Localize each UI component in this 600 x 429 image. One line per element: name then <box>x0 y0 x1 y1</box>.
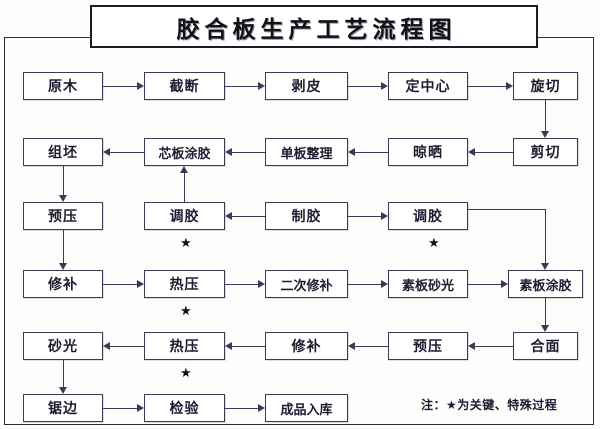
arrowhead-liangshai <box>468 148 475 156</box>
arrowhead-zupi <box>103 148 110 156</box>
arrowhead-yuya1 <box>59 195 67 202</box>
arrowhead-shaguang <box>103 342 110 350</box>
node-jianyan[interactable]: 检验 <box>144 394 225 422</box>
connector-yuya1-xiubu1 <box>63 230 64 263</box>
node-ercixiubu[interactable]: 二次修补 <box>265 270 348 298</box>
connector-hemian-yuya2 <box>475 346 513 347</box>
node-yuanmu[interactable]: 原木 <box>23 72 103 100</box>
arrowhead-xuanqie <box>506 82 513 90</box>
arrowhead-xinbantujiao <box>225 148 232 156</box>
connector-jianyan-chengpinruku <box>225 408 258 409</box>
connector-yuanmu-duanduan <box>103 86 137 87</box>
connector-xuanqie-jianqie <box>545 100 546 131</box>
star-marker-tiaojiao1: ★ <box>180 236 192 251</box>
node-jianqie[interactable]: 剪切 <box>513 138 578 166</box>
node-xinbantujiao[interactable]: 芯板涂胶 <box>144 138 225 166</box>
arrowhead-baopi <box>258 82 265 90</box>
arrowhead-tiaojiao1 <box>225 212 232 220</box>
arrowhead-xinbantujiao-from-tiaojiao <box>180 166 188 173</box>
node-subanshaguang[interactable]: 素板砂光 <box>388 270 468 298</box>
arrowhead-ercixiubu <box>258 280 265 288</box>
arrowhead-subantujiao <box>501 280 508 288</box>
connector-tiaojiao1-xinbantujiao <box>184 173 185 202</box>
arrowhead-jianyan <box>137 404 144 412</box>
arrowhead-yuya2 <box>468 342 475 350</box>
node-hemian[interactable]: 合面 <box>513 332 578 360</box>
connector-danbanzhengli-xinbantujiao <box>232 152 265 153</box>
node-tiaojiao2[interactable]: 调胶 <box>388 202 468 230</box>
connector-xiubu1-reya1 <box>103 284 137 285</box>
connector-tiaojiao2-down <box>545 209 546 263</box>
arrowhead-reya1 <box>137 280 144 288</box>
star-marker-tiaojiao2: ★ <box>428 236 440 251</box>
node-zupi[interactable]: 组坯 <box>23 138 103 166</box>
connector-zupi-yuya1 <box>63 166 64 195</box>
node-yuya1[interactable]: 预压 <box>23 202 103 230</box>
node-jubian[interactable]: 锯边 <box>23 394 103 422</box>
arrowhead-danbanzhengli <box>348 148 355 156</box>
arrowhead-subanshaguang <box>381 280 388 288</box>
star-marker-reya2: ★ <box>180 366 192 381</box>
arrowhead-dingzhongxin <box>381 82 388 90</box>
connector-xinbantujiao-zupi <box>110 152 144 153</box>
node-dingzhongxin[interactable]: 定中心 <box>388 72 468 100</box>
connector-zhijiao-tiaojiao2 <box>348 216 381 217</box>
node-danbanzhengli[interactable]: 单板整理 <box>265 138 348 166</box>
title-box: 胶合板生产工艺流程图 <box>90 5 538 48</box>
node-chengpinruku[interactable]: 成品入库 <box>265 394 348 422</box>
node-reya1[interactable]: 热压 <box>144 270 225 298</box>
node-xiubu2[interactable]: 修补 <box>265 332 348 360</box>
node-subantujiao[interactable]: 素板涂胶 <box>508 270 583 298</box>
connector-reya2-shaguang <box>110 346 144 347</box>
arrowhead-xiubu2 <box>348 342 355 350</box>
connector-tiaojiao2-right <box>468 209 546 210</box>
node-yuya2[interactable]: 预压 <box>388 332 468 360</box>
connector-xiubu2-reya2 <box>232 346 265 347</box>
node-liangshai[interactable]: 晾晒 <box>388 138 468 166</box>
node-shaguang[interactable]: 砂光 <box>23 332 103 360</box>
node-xiubu1[interactable]: 修补 <box>23 270 103 298</box>
arrowhead-subantujiao-from-tiaojiao2 <box>541 263 549 270</box>
star-marker-reya1: ★ <box>180 304 192 319</box>
connector-liangshai-danbanzhengli <box>355 152 388 153</box>
connector-subanshaguang-subantujiao <box>468 284 501 285</box>
arrowhead-reya2 <box>225 342 232 350</box>
node-tiaojiao1[interactable]: 调胶 <box>144 202 225 230</box>
connector-shaguang-jubian <box>63 360 64 387</box>
node-reya2[interactable]: 热压 <box>144 332 225 360</box>
connector-reya1-ercixiubu <box>225 284 258 285</box>
connector-baopi-dingzhongxin <box>348 86 381 87</box>
connector-jianqie-liangshai <box>475 152 513 153</box>
connector-ercixiubu-subanshaguang <box>348 284 381 285</box>
connector-dingzhongxin-xuanqie <box>468 86 506 87</box>
node-duanduan[interactable]: 截断 <box>144 72 225 100</box>
connector-duanduan-baopi <box>225 86 258 87</box>
connector-yuya2-xiubu2 <box>355 346 388 347</box>
arrowhead-jubian <box>59 387 67 394</box>
arrowhead-chengpinruku <box>258 404 265 412</box>
node-baopi[interactable]: 剥皮 <box>265 72 348 100</box>
connector-subantujiao-hemian <box>545 298 546 325</box>
node-zhijiao[interactable]: 制胶 <box>265 202 348 230</box>
arrowhead-xiubu1 <box>59 263 67 270</box>
arrowhead-duanduan <box>137 82 144 90</box>
node-xuanqie[interactable]: 旋切 <box>513 72 578 100</box>
arrowhead-tiaojiao2 <box>381 212 388 220</box>
legend-note: 注：★为关键、特殊过程 <box>421 398 558 412</box>
connector-jubian-jianyan <box>103 408 137 409</box>
arrowhead-hemian <box>541 325 549 332</box>
connector-zhijiao-tiaojiao1 <box>232 216 265 217</box>
arrowhead-jianqie <box>541 131 549 138</box>
page-title: 胶合板生产工艺流程图 <box>176 16 457 43</box>
